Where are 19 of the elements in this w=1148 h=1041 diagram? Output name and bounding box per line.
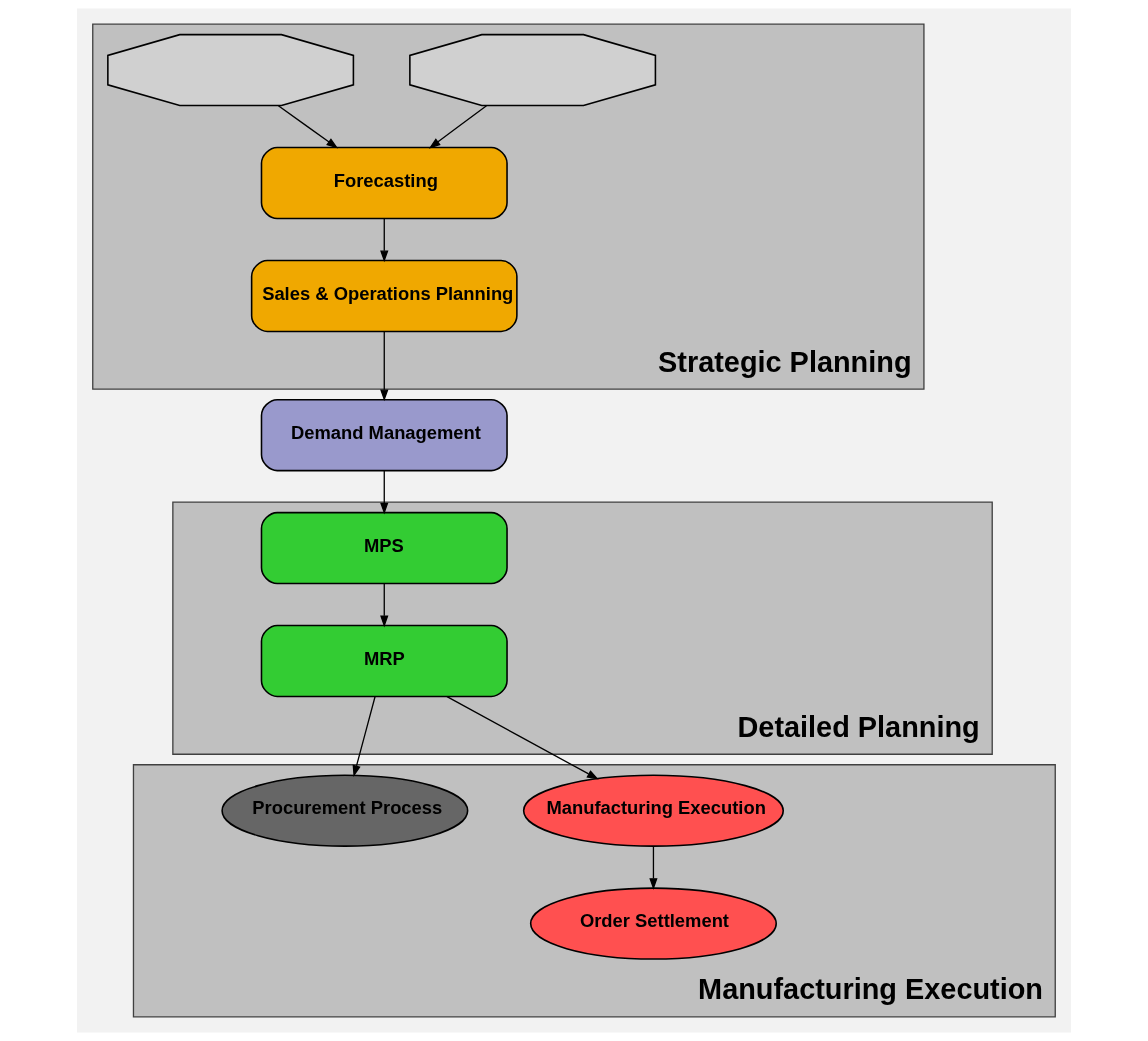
arrow xyxy=(428,105,488,149)
node-ellipse: Manufacturing Execution xyxy=(522,774,784,847)
arrow xyxy=(352,696,376,778)
arrow xyxy=(277,105,339,149)
arrow xyxy=(380,583,389,628)
node-box: MPS xyxy=(260,511,508,585)
node-ellipse: Order Settlement xyxy=(529,887,777,960)
arrow xyxy=(446,695,599,780)
node-octagon xyxy=(107,33,355,107)
arrow xyxy=(380,218,389,263)
node-box: Sales & Operations Planning xyxy=(250,259,518,333)
arrow xyxy=(380,331,389,402)
node-octagon xyxy=(409,33,657,107)
node-ellipse: Procurement Process xyxy=(221,774,469,847)
node-box: MRP xyxy=(260,624,508,698)
arrow xyxy=(380,470,389,515)
node-box: Demand Management xyxy=(260,398,508,472)
node-box: Forecasting xyxy=(260,146,508,220)
arrow xyxy=(649,845,658,890)
